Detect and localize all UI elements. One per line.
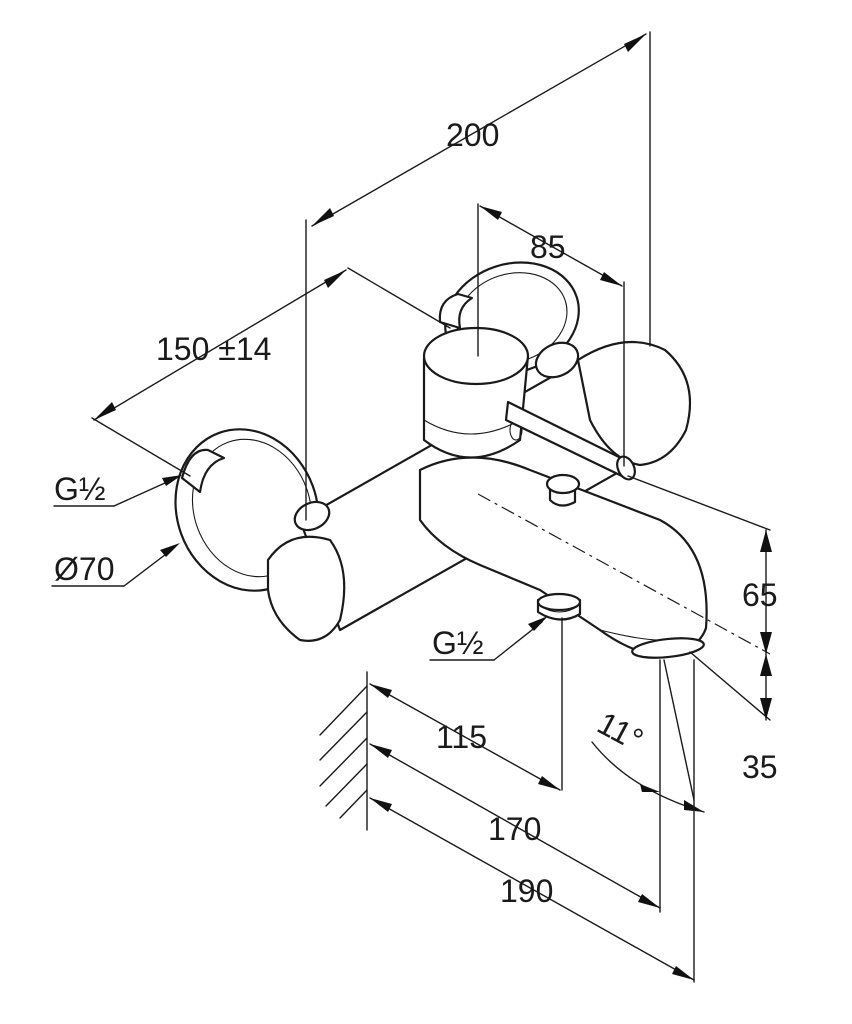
back-inlet	[438, 292, 474, 330]
outlet-thread-top	[536, 592, 582, 612]
dim-85	[477, 203, 625, 467]
label-inlet-thread: G½	[54, 471, 106, 507]
diverter-top	[545, 473, 581, 495]
dim-190	[369, 659, 695, 983]
dim-115	[369, 617, 563, 791]
label-center-distance: 150 ±14	[156, 331, 271, 367]
label-escutcheon-diameter: Ø70	[54, 551, 114, 587]
outlet-thread-line	[539, 605, 579, 613]
leader-escutcheon	[51, 543, 180, 587]
spout-centerline	[477, 493, 771, 655]
wall-hatching	[319, 671, 368, 831]
dim-150	[91, 267, 451, 477]
mixer-body	[174, 261, 708, 659]
handle-top	[422, 326, 530, 386]
front-cap	[266, 535, 346, 642]
label-overall-width: 200	[446, 117, 499, 153]
spout-outlet	[631, 637, 705, 659]
label-projection-outlet: 115	[436, 719, 487, 755]
right-collar	[534, 341, 580, 379]
dim-170	[369, 743, 661, 909]
label-height-upper: 65	[742, 577, 778, 613]
label-spout-angle: 11°	[592, 705, 650, 758]
label-projection-total: 190	[500, 873, 553, 909]
label-outlet-thread: G½	[432, 625, 484, 661]
handle-ring	[423, 419, 521, 435]
lever-tip	[616, 455, 636, 481]
leader-inlet-thread	[53, 475, 182, 507]
label-height-lower: 35	[742, 749, 778, 785]
dim-200	[305, 31, 651, 521]
dim-vertical	[627, 475, 772, 721]
label-projection-spout: 170	[488, 811, 541, 847]
label-spout-to-handle: 85	[530, 229, 566, 265]
leader-outlet-thread	[429, 616, 548, 661]
dim-angle	[591, 659, 705, 913]
front-inlet	[180, 448, 226, 494]
